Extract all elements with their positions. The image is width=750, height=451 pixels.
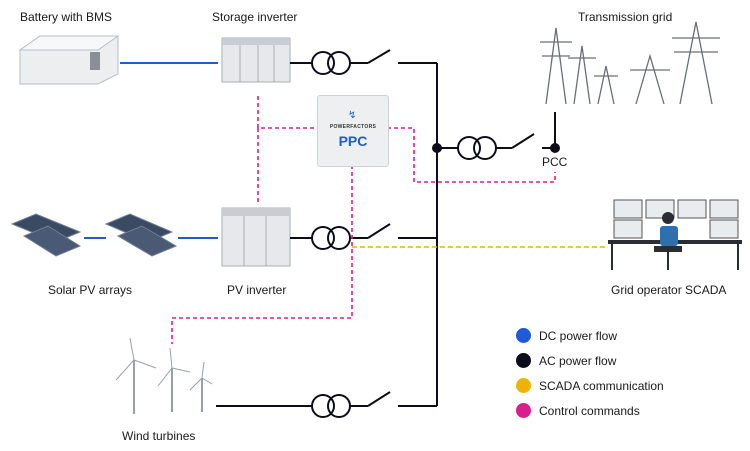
- battery-label: Battery with BMS: [20, 10, 113, 24]
- grid-operator-label: Grid operator SCADA: [611, 283, 727, 297]
- solar-pv-label: Solar PV arrays: [48, 283, 133, 297]
- legend-label-dc: DC power flow: [539, 328, 618, 343]
- ppc-brand: POWERFACTORS: [329, 124, 377, 130]
- storage-inverter-label: Storage inverter: [212, 10, 298, 24]
- ppc-title: PPC: [338, 133, 368, 149]
- bolt-icon: ↯: [348, 110, 357, 121]
- legend-dot-ac: [516, 353, 531, 368]
- storage-inverter-icon: [221, 37, 291, 83]
- pv-inverter-icon: [221, 207, 291, 267]
- battery-icon: [18, 35, 120, 85]
- legend-item-dc: DC power flow: [516, 323, 664, 348]
- legend-item-scada: SCADA communication: [516, 373, 664, 398]
- pcc-label: PCC: [542, 155, 568, 169]
- transmission-towers-icon: [540, 21, 720, 105]
- legend-label-ac: AC power flow: [539, 353, 617, 368]
- wind-turbines-icon: [115, 337, 213, 414]
- legend-label-scada: SCADA communication: [539, 378, 664, 393]
- transformers: [311, 51, 497, 418]
- legend-dot-control: [516, 403, 531, 418]
- pv-inverter-label: PV inverter: [227, 283, 287, 297]
- legend-item-ac: AC power flow: [516, 348, 664, 373]
- solar-pv-icon-2: [104, 213, 178, 257]
- legend-item-control: Control commands: [516, 398, 664, 423]
- legend: DC power flow AC power flow SCADA commun…: [516, 323, 664, 423]
- solar-pv-icon-1: [10, 213, 82, 257]
- legend-label-control: Control commands: [539, 403, 640, 418]
- scada-operator-icon: [608, 199, 742, 270]
- bus-node: [432, 143, 442, 153]
- control-command-lines: [171, 96, 556, 344]
- legend-dot-scada: [516, 378, 531, 393]
- legend-dot-dc: [516, 328, 531, 343]
- wind-turbines-label: Wind turbines: [122, 429, 196, 443]
- ppc-controller: ↯ POWERFACTORS PPC: [317, 95, 389, 167]
- ac-lines: [216, 49, 556, 407]
- pcc-node: [550, 143, 560, 153]
- transmission-grid-label: Transmission grid: [578, 10, 673, 24]
